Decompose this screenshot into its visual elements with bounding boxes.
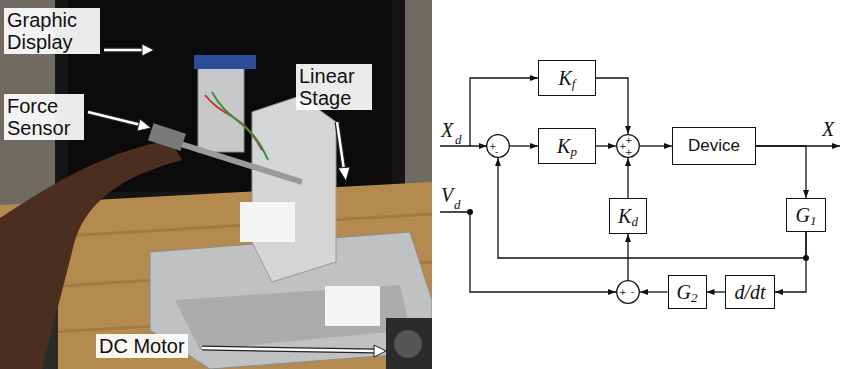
summing-junction: +- bbox=[616, 280, 640, 304]
pointer-arrow bbox=[337, 122, 344, 170]
pointer-arrow bbox=[202, 348, 375, 351]
block-label: K bbox=[559, 67, 572, 89]
apparatus-photo bbox=[0, 0, 432, 369]
gain-block: Kf bbox=[538, 60, 596, 96]
motor-end bbox=[394, 330, 422, 358]
part-label: DC Motor bbox=[96, 334, 188, 358]
rod bbox=[168, 140, 302, 182]
block-subscript: f bbox=[572, 77, 576, 90]
pointer-arrow bbox=[202, 348, 375, 351]
block-label: G bbox=[796, 204, 810, 226]
pointer-arrow bbox=[88, 112, 141, 125]
signal-connector bbox=[640, 145, 672, 146]
foam-block bbox=[325, 286, 380, 326]
pointer-arrow bbox=[88, 112, 141, 125]
signal-name: X bbox=[822, 118, 834, 140]
pointer-arrow bbox=[104, 49, 144, 52]
pointer-head bbox=[137, 119, 151, 131]
signal-subscript: d bbox=[454, 198, 461, 211]
block-label: G bbox=[677, 281, 691, 303]
block-label: K bbox=[618, 205, 631, 227]
pointer-arrow bbox=[104, 48, 144, 53]
rail bbox=[175, 285, 410, 350]
signal-connector bbox=[707, 291, 726, 292]
block-subscript: p bbox=[570, 145, 577, 158]
sign-label: + bbox=[619, 287, 627, 297]
foam-block bbox=[240, 202, 295, 242]
signal-connector bbox=[775, 232, 806, 292]
block-label: d/dt bbox=[734, 281, 765, 303]
signal-connector bbox=[510, 145, 538, 146]
gain-block: Kp bbox=[538, 128, 596, 164]
block-label: K bbox=[557, 135, 570, 157]
signal-connector bbox=[498, 158, 806, 258]
signal-connector bbox=[640, 291, 668, 292]
derivative-block: d/dt bbox=[725, 275, 775, 309]
wire bbox=[205, 95, 262, 150]
gain-block: G1 bbox=[786, 198, 826, 232]
part-label: Linear Stage bbox=[296, 64, 372, 110]
block-label: Device bbox=[688, 136, 740, 156]
block-subscript: 1 bbox=[810, 214, 817, 227]
plant-block: Device bbox=[672, 127, 756, 165]
summing-junction: +++ bbox=[616, 134, 640, 158]
stage-plate bbox=[252, 96, 336, 282]
junction-circle bbox=[617, 281, 640, 304]
signal-connector bbox=[627, 158, 628, 198]
block-subscript: d bbox=[631, 215, 638, 228]
summing-junction: +- bbox=[486, 134, 510, 158]
motor bbox=[386, 318, 432, 369]
signal-name: X bbox=[441, 119, 453, 141]
sign-label: - bbox=[495, 147, 498, 157]
signal-connector bbox=[627, 234, 628, 280]
input-line bbox=[440, 212, 616, 292]
pointer-arrows bbox=[88, 44, 386, 357]
junction-circle bbox=[487, 135, 510, 158]
signal-name: V bbox=[441, 184, 453, 206]
signal-connector bbox=[756, 146, 806, 198]
pointer-head bbox=[142, 44, 154, 56]
wire bbox=[212, 92, 268, 160]
sign-label: + bbox=[625, 135, 633, 145]
input-line bbox=[440, 145, 487, 146]
junction-circle bbox=[617, 135, 640, 158]
block-subscript: 2 bbox=[691, 291, 698, 304]
sign-label: + bbox=[625, 147, 633, 157]
part-label: Graphic Display bbox=[4, 8, 100, 54]
wall bbox=[0, 0, 432, 369]
pointer-head bbox=[338, 167, 350, 181]
sign-label: - bbox=[631, 287, 634, 297]
pointer-arrow bbox=[337, 122, 344, 170]
sensor-board bbox=[194, 55, 256, 69]
gain-block: Kd bbox=[609, 198, 647, 234]
handle bbox=[148, 123, 186, 151]
gain-block: G2 bbox=[668, 275, 707, 309]
part-label: Force Sensor bbox=[4, 94, 84, 140]
junction-dot bbox=[467, 209, 473, 215]
signal-subscript: d bbox=[455, 133, 462, 146]
pointer-head bbox=[374, 345, 386, 357]
signal-connector bbox=[596, 78, 628, 134]
signal-connector bbox=[596, 145, 616, 146]
